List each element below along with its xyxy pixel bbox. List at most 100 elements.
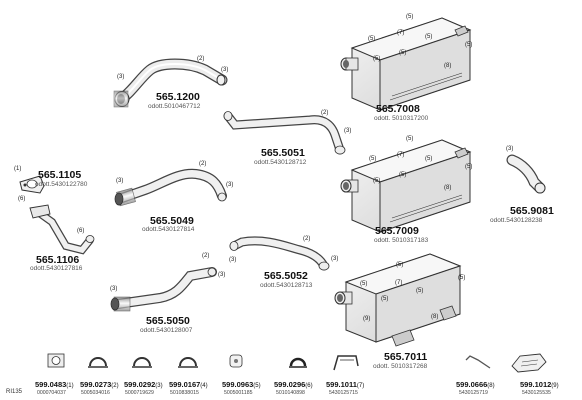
part-subtitle: odott.5430127814 [142, 226, 195, 233]
accessory-number: 599.0296(6) [274, 380, 313, 389]
callout-9: (9) [363, 316, 371, 322]
part-number-label: 565.1106 [36, 254, 80, 266]
accessory-code: 5005001185 [224, 390, 253, 396]
callout-7: (7) [395, 280, 403, 286]
callout-5: (5) [399, 50, 407, 56]
accessory-code: 5000719629 [125, 390, 154, 396]
part-565-7008-muffler [340, 17, 472, 111]
callout-3: (3) [117, 74, 125, 80]
part-565-5052-pipe [229, 236, 330, 271]
part-565-5051-pipe [223, 111, 346, 155]
callout-3: (3) [110, 286, 118, 292]
accessory-number: 599.0963(5) [222, 380, 261, 389]
gasket-icon [47, 353, 65, 368]
accessory-code: 0000704037 [37, 390, 66, 396]
part-565-5050-pipe [110, 267, 217, 312]
part-565-9081-bend [506, 154, 546, 194]
callout-5: (5) [373, 178, 381, 184]
callout-2: (2) [303, 236, 311, 242]
heat-shield-icon [511, 353, 547, 373]
callout-7: (7) [397, 152, 405, 158]
part-subtitle: odott. 5010317200 [374, 115, 429, 122]
callout-3: (3) [344, 128, 352, 134]
part-subtitle: odott. 5010317268 [373, 363, 428, 370]
callout-5: (5) [360, 281, 368, 287]
accessory-code: 5005034016 [81, 390, 110, 396]
part-subtitle: odott.5430128238 [490, 217, 543, 224]
clamp-icon [132, 357, 152, 368]
part-565-1106-pipe [29, 204, 95, 255]
part-number-label: 565.1200 [156, 91, 200, 103]
callout-5: (5) [368, 36, 376, 42]
part-subtitle: odott.5430122780 [35, 181, 88, 188]
callout-5: (5) [425, 156, 433, 162]
clamp-icon [289, 357, 307, 368]
accessory-code: 5430125719 [459, 390, 488, 396]
accessory-number: 599.1011(7) [326, 380, 365, 389]
bracket-icon [333, 355, 359, 371]
part-subtitle: odott.5430128007 [140, 327, 193, 334]
callout-8: (8) [444, 185, 452, 191]
accessory-code: 5430125535 [522, 390, 551, 396]
part-subtitle: odott. 5010317183 [374, 237, 429, 244]
part-number-label: 565.9081 [510, 205, 554, 217]
callout-2: (2) [321, 110, 329, 116]
callout-5: (5) [381, 296, 389, 302]
clamp-icon [178, 357, 198, 368]
part-565-7009-muffler [340, 139, 472, 233]
accessory-number: 599.0167(4) [169, 380, 208, 389]
callout-8: (8) [431, 314, 439, 320]
callout-3: (3) [226, 182, 234, 188]
callout-5: (5) [396, 262, 404, 268]
callout-2: (2) [202, 253, 210, 259]
part-565-7011-muffler [334, 253, 462, 347]
accessory-code: 5430125715 [329, 390, 358, 396]
accessory-number: 599.0666(8) [456, 380, 495, 389]
rubber-mount-icon [229, 354, 243, 368]
part-number-label: 565.1105 [38, 169, 82, 181]
callout-5: (5) [425, 34, 433, 40]
accessory-number: 599.0483(1) [35, 380, 74, 389]
accessory-code: 5010838015 [170, 390, 199, 396]
rod-icon [465, 355, 491, 369]
callout-5: (5) [399, 172, 407, 178]
accessory-number: 599.1012(9) [520, 380, 559, 389]
part-number-label: 565.7008 [376, 103, 420, 115]
part-number-label: 565.7009 [375, 225, 419, 237]
part-565-1200-pipe [113, 58, 228, 108]
callout-5: (5) [465, 164, 473, 170]
part-subtitle: odott.5010467712 [148, 103, 201, 110]
callout-6: (6) [18, 196, 26, 202]
callout-5: (5) [465, 42, 473, 48]
accessory-code: 5010140898 [276, 390, 305, 396]
accessory-icons [47, 353, 547, 373]
callout-5: (5) [369, 156, 377, 162]
part-number-label: 565.5051 [261, 147, 305, 159]
part-number-label: 565.5052 [264, 270, 308, 282]
callout-2: (2) [199, 161, 207, 167]
accessory-number: 599.0292(3) [124, 380, 163, 389]
callout-3: (3) [331, 256, 339, 262]
callout-1: (1) [14, 166, 22, 172]
part-subtitle: odott.5430128712 [254, 159, 307, 166]
part-subtitle: odott.5430128713 [260, 282, 313, 289]
callout-6: (6) [77, 228, 85, 234]
part-number-label: 565.5050 [146, 315, 190, 327]
callout-3: (3) [506, 146, 514, 152]
callout-5: (5) [458, 275, 466, 281]
accessory-number: 599.0273(2) [80, 380, 119, 389]
clamp-icon [88, 357, 108, 368]
callout-2: (2) [197, 56, 205, 62]
callout-5: (5) [416, 288, 424, 294]
callout-3: (3) [221, 67, 229, 73]
part-number-label: 565.7011 [384, 351, 428, 363]
part-number-label: 565.5049 [150, 215, 194, 227]
part-565-5049-pipe [114, 168, 227, 207]
callout-5: (5) [373, 56, 381, 62]
callout-5: (5) [406, 14, 414, 20]
callout-8: (8) [444, 63, 452, 69]
callout-3: (3) [229, 257, 237, 263]
part-565-1105-flange [19, 175, 45, 194]
